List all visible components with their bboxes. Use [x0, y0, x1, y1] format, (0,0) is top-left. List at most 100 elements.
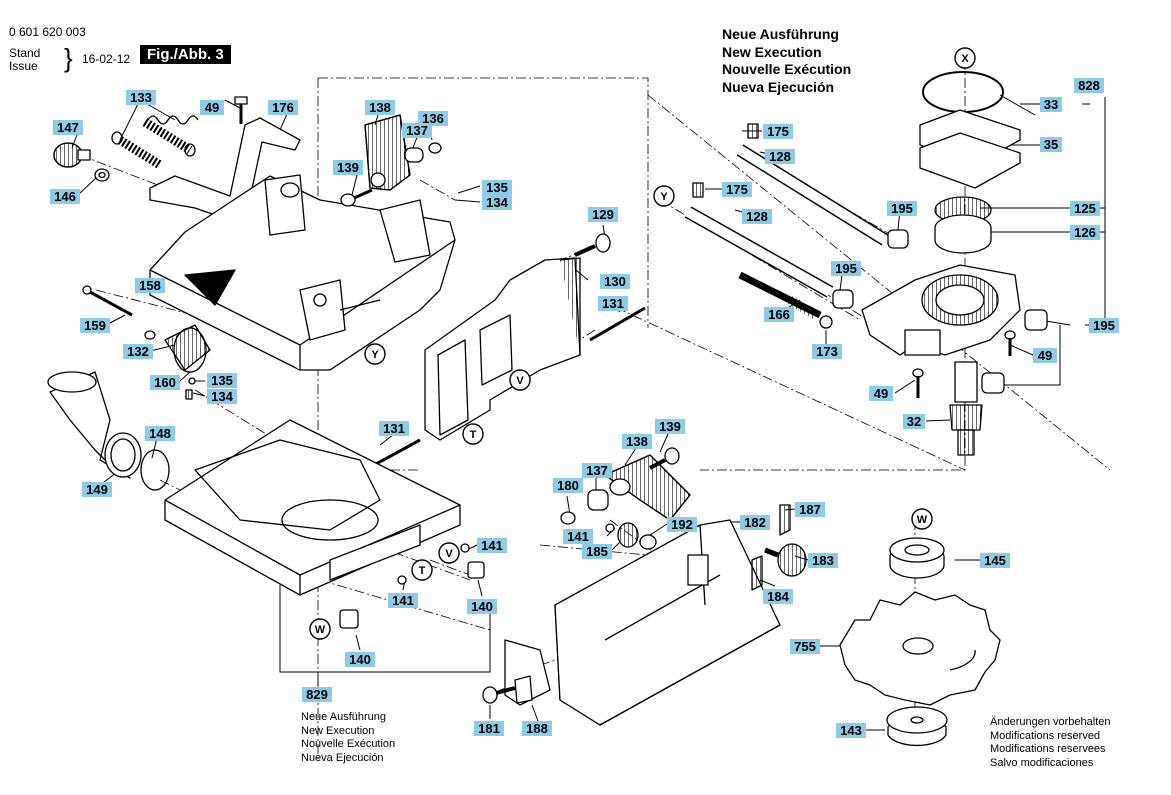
part-tag-33: 33	[1040, 97, 1062, 112]
part-tag-label: 49	[1038, 348, 1052, 363]
part-tag-145: 145	[980, 553, 1010, 568]
spindle-housing-drawing	[861, 264, 1021, 356]
part-tag-label: 828	[1078, 78, 1100, 93]
part-tag-label: 195	[835, 261, 857, 276]
part-tag-label: 192	[671, 517, 693, 532]
part-tag-label: 175	[767, 124, 789, 139]
part-tag-135a: 135	[482, 180, 512, 195]
part-tag-126: 126	[1070, 225, 1100, 240]
rod-131-drawing	[589, 306, 646, 342]
part-tag-label: 182	[744, 515, 766, 530]
part-tag-label: 32	[907, 414, 921, 429]
part-tag-label: 158	[139, 278, 161, 293]
part-tag-label: 176	[272, 100, 294, 115]
housing-158-drawing	[149, 174, 456, 371]
part-tag-label: 129	[592, 207, 614, 222]
svg-text:X: X	[961, 53, 969, 65]
part-tag-label: 149	[86, 482, 108, 497]
svg-text:T: T	[419, 565, 426, 577]
part-tag-185: 185	[582, 544, 612, 559]
spring-134-drawing	[185, 389, 193, 400]
part-tag-133: 133	[126, 90, 156, 105]
part-tag-label: 183	[812, 553, 834, 568]
part-tag-143: 143	[836, 723, 866, 738]
screw-159-drawing	[82, 285, 133, 317]
footer-829-note: Neue Ausführung New Execution Nouvelle E…	[301, 711, 395, 765]
bush-195a-drawing	[887, 229, 909, 249]
blade-755-drawing	[839, 591, 1001, 706]
part-tag-141a: 141	[563, 529, 593, 544]
footer-829-es: Nueva Ejecución	[301, 751, 384, 764]
part-number: 0 601 620 003	[9, 25, 86, 39]
part-tag-148: 148	[145, 426, 175, 441]
part-tag-188: 188	[522, 721, 552, 736]
part-drawings	[47, 71, 1048, 747]
bearing-126-drawing	[934, 214, 992, 254]
part-tag-159: 159	[80, 318, 110, 333]
knob-160-drawing	[144, 324, 211, 373]
svg-text:W: W	[315, 624, 326, 636]
reserved-fr: Modifications reservees	[990, 743, 1106, 755]
part-tag-label: 143	[840, 723, 862, 738]
screw-141-drawing	[460, 543, 470, 553]
plate-35b-drawing	[919, 132, 1021, 189]
part-tag-label: 49	[205, 100, 219, 115]
part-tag-label: 49	[874, 386, 888, 401]
part-tag-label: 35	[1044, 137, 1058, 152]
bracket-182-drawing	[554, 519, 781, 726]
part-tag-label: 135	[211, 373, 233, 388]
part-tag-132: 132	[123, 344, 153, 359]
bush-137-drawing	[404, 147, 424, 163]
part-tag-label: 126	[1074, 225, 1096, 240]
ball-135-drawing	[188, 377, 196, 385]
part-tag-135b: 135	[207, 373, 237, 388]
plate-188-drawing	[504, 639, 551, 706]
part-tag-158: 158	[135, 278, 165, 293]
part-tag-176: 176	[268, 100, 298, 115]
part-tag-140b: 140	[345, 652, 375, 667]
part-tag-label: 131	[383, 421, 405, 436]
part-tag-141b: 141	[477, 538, 507, 553]
part-tag-label: 134	[486, 195, 508, 210]
knob-183-drawing	[764, 543, 807, 577]
part-tag-149: 149	[82, 482, 112, 497]
part-tag-138a: 138	[365, 100, 395, 115]
brace: }	[64, 43, 73, 73]
part-tag-131b: 131	[379, 421, 409, 436]
lever-138-drawing	[364, 114, 411, 191]
washer-136-drawing	[428, 142, 442, 154]
part-tag-label: 136	[422, 111, 444, 126]
part-tag-label: 140	[471, 599, 493, 614]
part-tag-183: 183	[808, 553, 838, 568]
part-tag-131a: 131	[598, 296, 628, 311]
fence-130-drawing	[424, 257, 581, 441]
screw-49c-drawing	[912, 368, 924, 398]
part-tag-label: 195	[1093, 318, 1115, 333]
figure-label: Fig./Abb. 3	[140, 45, 231, 64]
cover-176-drawing	[149, 117, 301, 216]
screw-141d-drawing	[605, 523, 615, 533]
part-tag-32: 32	[903, 414, 925, 429]
part-tag-128b: 128	[742, 209, 772, 224]
spring-175a-drawing	[747, 123, 759, 139]
reserved-en: Modifications reserved	[990, 729, 1101, 742]
part-tag-label: 147	[57, 120, 79, 135]
circle-ref-Y-housing: Y	[364, 343, 386, 365]
part-tag-829: 829	[302, 687, 332, 702]
ring-148-drawing	[140, 449, 170, 491]
part-tag-label: 139	[337, 160, 359, 175]
screw-129-drawing	[574, 233, 611, 257]
part-tag-195b: 195	[831, 261, 861, 276]
part-tag-label: 134	[211, 389, 233, 404]
new-execution-es: Nueva Ejecución	[722, 78, 835, 95]
part-tag-49a: 49	[200, 100, 224, 115]
part-tag-label: 130	[604, 274, 626, 289]
flange-145-drawing	[889, 537, 945, 579]
part-tag-label: 166	[768, 307, 790, 322]
washer-192-drawing	[639, 534, 657, 550]
part-tag-label: 141	[481, 538, 503, 553]
ring-33-drawing	[922, 71, 1004, 113]
stand-label: Stand	[9, 46, 41, 60]
rods-128-drawing	[684, 144, 889, 319]
